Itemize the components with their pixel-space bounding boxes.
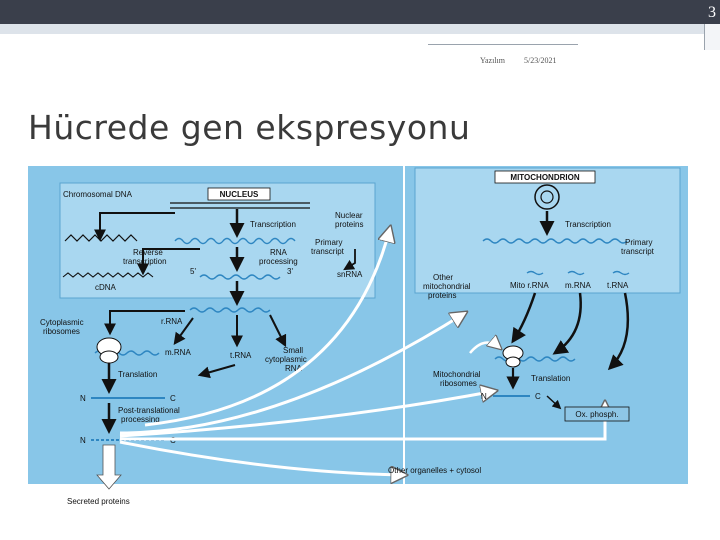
mitochondrion-label: MITOCHONDRION — [510, 173, 579, 182]
primary-transcript-mito-label-1: Primary — [625, 238, 653, 247]
footer-date: 5/23/2021 — [524, 56, 557, 65]
mrna-branch-arrow — [173, 317, 194, 345]
mito-rrna-wave — [526, 270, 544, 276]
mito-ribosome-import-flow — [469, 343, 500, 354]
mito-mrna-label: m.RNA — [565, 281, 591, 290]
mtdna-inner-circle — [540, 190, 554, 204]
primary-transcript-mito-label-2: transcript — [621, 247, 655, 256]
reverse-transcription-arrow — [137, 248, 200, 276]
mrna-label: m.RNA — [165, 348, 191, 357]
top-bar — [0, 0, 720, 24]
small-rna-branch-arrow — [269, 314, 287, 348]
primary-transcript-nuc-label-2: transcript — [311, 247, 345, 256]
translation-mito-label: Translation — [531, 374, 570, 383]
post-translational-label-1: Post-translational — [118, 406, 180, 415]
other-mito-label-1: Other — [433, 273, 453, 282]
header-band — [0, 24, 704, 34]
other-organelles-flow — [119, 440, 405, 475]
mito-trna-arrow — [607, 292, 630, 371]
cdna-label: cDNA — [95, 283, 117, 292]
header-rule — [428, 44, 578, 45]
nucleus-label: NUCLEUS — [220, 190, 259, 199]
nuclear-proteins-label-1: Nuclear — [335, 211, 363, 220]
other-mito-label-2: mitochondrial — [423, 282, 471, 291]
translation-label: Translation — [118, 370, 157, 379]
other-mito-label-3: proteins — [428, 291, 456, 300]
c-terminus-label-1: C — [170, 394, 176, 403]
mtdna-outer-circle — [534, 184, 560, 210]
nuclear-proteins-flow — [144, 228, 390, 427]
post-translational-label-2: processing — [121, 415, 160, 424]
mito-ribosomes-label-1: Mitochondrial — [433, 370, 481, 379]
processed-rna-wave — [199, 274, 281, 280]
cytoplasmic-rna-wave — [189, 307, 271, 313]
ox-phosph-box — [564, 406, 630, 422]
snrna-arrow — [343, 249, 356, 271]
chromosomal-dna-label: Chromosomal DNA — [63, 190, 133, 199]
five-prime-label: 5' — [190, 267, 196, 276]
footer-author: Yazılım — [480, 56, 505, 65]
reverse-path-arrow — [94, 212, 175, 242]
c-terminus-label-3: C — [535, 392, 541, 401]
mito-primary-transcript-wave — [482, 238, 628, 244]
mito-protein-import-flow — [119, 391, 495, 438]
secreted-proteins-label: Secreted proteins — [67, 497, 130, 506]
mito-mrna-arrow — [552, 292, 582, 355]
cdna-coil — [62, 272, 154, 278]
transcription-nuc-label: Transcription — [250, 220, 296, 229]
other-organelles-label: Other organelles + cytosol — [388, 466, 481, 475]
small-rna-label-1: Small — [283, 346, 303, 355]
three-prime-label: 3' — [287, 267, 293, 276]
nucleus-label-box — [207, 187, 271, 201]
mito-mrna-wave — [567, 270, 585, 276]
rna-processing-label-1: RNA — [270, 248, 288, 257]
mito-ribosomes-label-2: ribosomes — [440, 379, 477, 388]
slide-number: 3 — [708, 4, 716, 21]
n-terminus-label-3: N — [481, 392, 487, 401]
small-rna-label-2: cytoplasmic — [265, 355, 307, 364]
ribosome-small-subunit — [99, 350, 119, 364]
nuclear-proteins-label-2: proteins — [335, 220, 363, 229]
mito-trna-label: t.RNA — [607, 281, 629, 290]
small-rna-label-3: RNA — [285, 364, 303, 373]
mito-trna-wave — [612, 270, 630, 276]
to-ox-phosph-arrow — [546, 395, 562, 410]
secretion-arrow — [96, 444, 122, 490]
primary-transcript-nuc-label-1: Primary — [315, 238, 343, 247]
ox-phosph-label: Ox. phosph. — [575, 410, 618, 419]
cyto-ribosomes-label-2: ribosomes — [43, 327, 80, 336]
other-mito-proteins-flow — [119, 313, 465, 435]
gene-expression-diagram: NUCLEUS Chromosomal DNA Transcription Nu… — [28, 166, 688, 506]
reverse-transcription-label-1: Reverse — [133, 248, 163, 257]
cyto-ribosomes-label-1: Cytoplasmic — [40, 318, 84, 327]
snrna-label: snRNA — [337, 270, 363, 279]
rna-processing-label-2: processing — [259, 257, 298, 266]
mito-ribosome-small-subunit — [505, 356, 521, 368]
mitochondrion-label-box — [494, 170, 596, 184]
mito-rrna-arrow — [511, 292, 537, 344]
rrna-branch-arrow — [104, 310, 185, 336]
reverse-transcription-label-2: transcription — [123, 257, 167, 266]
corner-decoration — [704, 24, 720, 50]
n-terminus-label-2: N — [80, 436, 86, 445]
slide-title: Hücrede gen ekspresyonu — [28, 108, 471, 147]
n-terminus-label-1: N — [80, 394, 86, 403]
mito-rrna-label: Mito r.RNA — [510, 281, 549, 290]
trna-label: t.RNA — [230, 351, 252, 360]
transcription-mito-label: Transcription — [565, 220, 611, 229]
rrna-label: r.RNA — [161, 317, 183, 326]
primary-transcript-wave — [174, 237, 296, 245]
trna-to-translation-arrow — [197, 364, 236, 379]
